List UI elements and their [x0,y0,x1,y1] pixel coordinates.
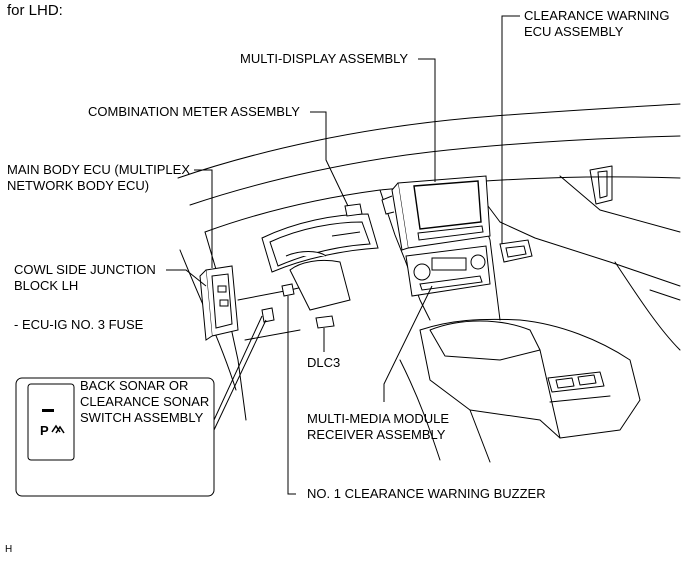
label-main-body-ecu: MAIN BODY ECU (MULTIPLEX NETWORK BODY EC… [7,162,190,193]
leader-sonar-switch-2 [213,319,267,431]
multi-display-unit [381,175,491,251]
leader-multi-display [418,58,436,182]
label-clearance-warning-ecu: CLEARANCE WARNING ECU ASSEMBLY [524,8,670,39]
label-multi-display: MULTI-DISPLAY ASSEMBLY [240,51,409,66]
leader-sonar-switch-1 [213,315,263,421]
corner-code: H [5,544,13,555]
cowl-side-junction-block [199,265,239,341]
label-dlc3: DLC3 [307,355,341,370]
dlc3-connector [315,315,335,329]
combination-meter-unit [261,203,379,273]
switch-indicator-lamp [42,409,54,412]
sonar-switch-mount [261,307,275,323]
label-buzzer: NO. 1 CLEARANCE WARNING BUZZER [307,486,546,501]
sonar-wave-icon [51,424,65,434]
leader-cowl-side [166,269,207,287]
leader-main-body-ecu [194,169,213,268]
leader-clearance-ecu [501,15,520,244]
steering-column [289,259,351,311]
sonar-switch-icon: P [40,423,49,438]
heading-for-lhd: for LHD: [7,2,63,19]
leader-buzzer [287,296,296,495]
clearance-warning-ecu-unit [499,239,533,263]
label-cowl-side-jb: COWL SIDE JUNCTION BLOCK LH [14,262,156,293]
switch-icon-body [27,383,75,461]
leader-receiver [383,285,433,402]
dash-top-outline [177,103,681,179]
label-multi-media-receiver: MULTI-MEDIA MODULE RECEIVER ASSEMBLY [307,411,450,442]
leader-combination-meter [310,111,349,207]
center-console [419,318,641,439]
label-back-sonar-switch: BACK SONAR OR CLEARANCE SONAR SWITCH ASS… [80,378,210,425]
receiver-unit [405,245,491,297]
label-fuse: - ECU-IG NO. 3 FUSE [14,317,144,332]
buzzer-unit [281,283,295,297]
dash-upper-edge [189,135,681,206]
label-combination-meter: COMBINATION METER ASSEMBLY [88,104,300,119]
